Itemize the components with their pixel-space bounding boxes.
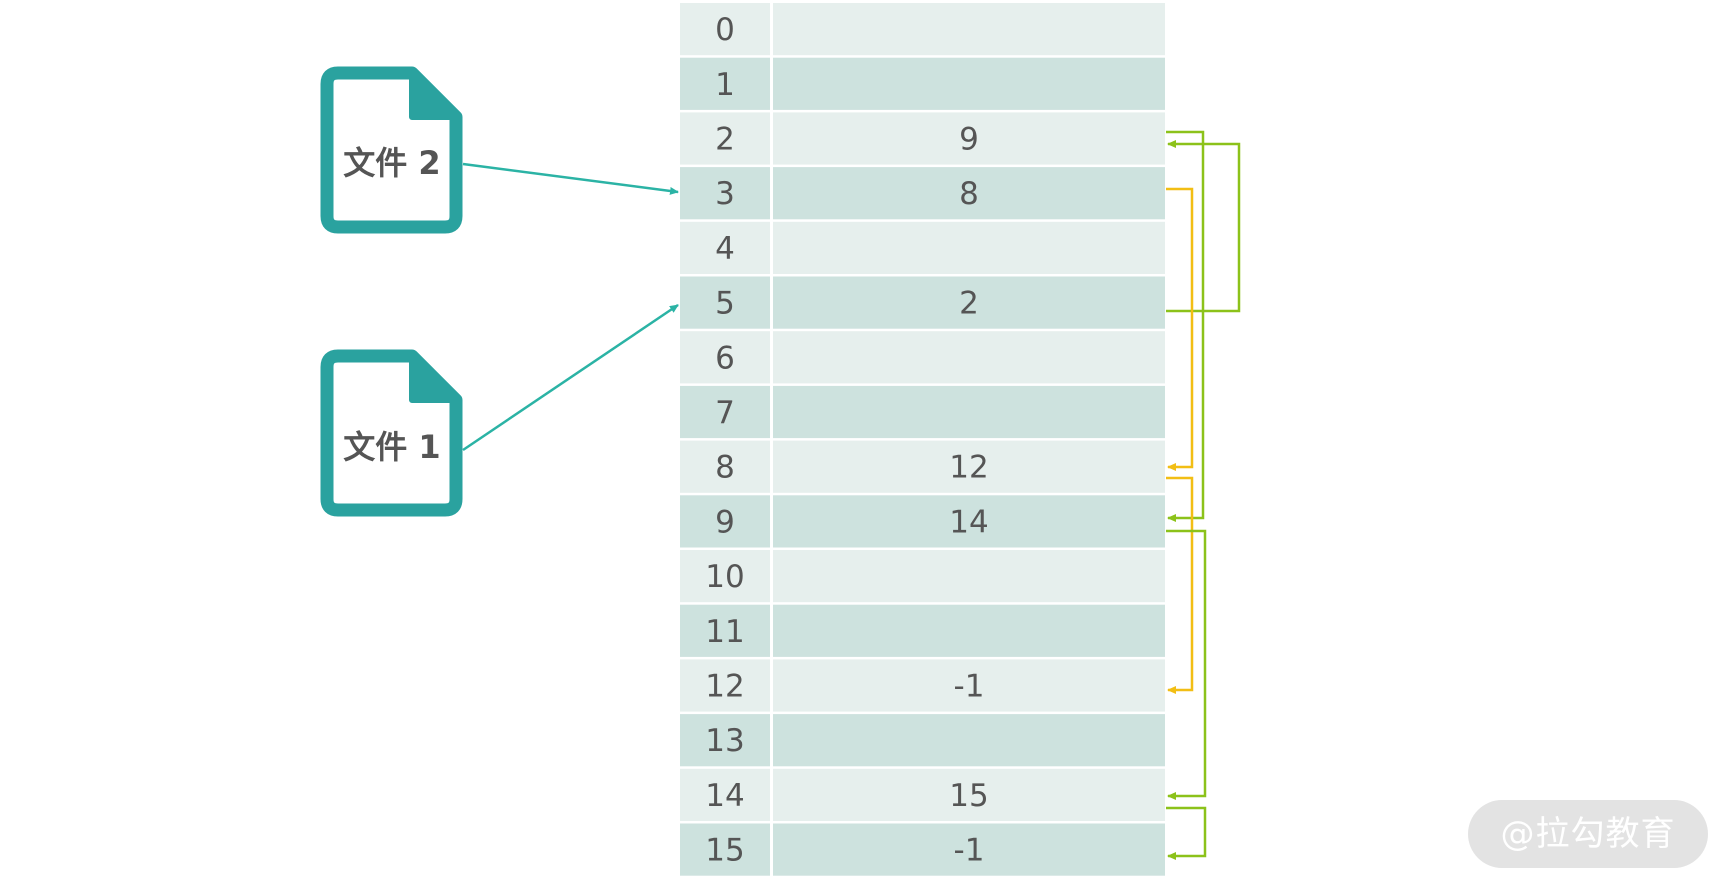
row-next-cluster-value: 8 [959,176,979,212]
row-index-cell [680,112,770,165]
row-index-cell [680,495,770,548]
file-fold-icon [409,70,459,120]
table-row: 1 [680,57,1165,110]
file-1-label: 文件 1 [343,428,440,466]
row-next-cluster-value: 15 [949,778,988,814]
table-row: 6 [680,331,1165,384]
row-index-cell [680,3,770,56]
chain-link-8-to-12 [1166,476,1194,694]
row-value-cell [773,385,1165,439]
row-next-cluster-value: 2 [959,286,979,322]
row-index-label: 5 [715,286,735,322]
row-index-cell [680,221,770,274]
row-index-label: 4 [715,231,735,267]
row-next-cluster-value: -1 [954,833,985,869]
row-index-cell [680,823,770,876]
row-index-label: 6 [715,340,735,376]
row-index-label: 1 [715,67,735,103]
row-index-label: 8 [715,450,735,486]
row-value-cell [773,440,1165,493]
chain-link-3-to-8 [1166,187,1194,471]
row-index-label: 13 [705,723,744,759]
row-value-cell [773,3,1165,56]
row-index-cell [680,604,770,657]
row-value-cell [773,714,1165,767]
row-index-label: 12 [705,669,744,705]
table-row: 14 15 [680,768,1165,821]
file-1-start-arrow [462,303,679,452]
row-next-cluster-value: 12 [949,450,988,486]
file-2-start-arrow [462,162,679,195]
file-fold-icon [409,353,459,403]
row-value-cell [773,550,1165,603]
row-value-cell [773,276,1165,329]
table-row: 8 12 [680,440,1165,493]
row-index-cell [680,331,770,384]
table-row: 10 [680,550,1165,603]
chain-link-14-to-15 [1166,806,1207,860]
row-value-cell [773,221,1165,274]
row-value-cell [773,112,1165,165]
table-row: 9 14 [680,495,1165,548]
file-2-label: 文件 2 [343,144,440,182]
row-index-label: 11 [705,614,744,650]
row-index-label: 10 [705,559,744,595]
row-value-cell [773,331,1165,384]
chain-link-9-to-14 [1166,529,1207,800]
row-index-cell [680,276,770,329]
table-row: 4 [680,221,1165,274]
table-row: 7 [680,385,1165,439]
row-next-cluster-value: 14 [949,504,988,540]
row-index-cell [680,550,770,603]
row-value-cell [773,495,1165,548]
row-index-label: 9 [715,504,735,540]
row-value-cell [773,823,1165,876]
row-index-label: 14 [705,778,744,814]
row-index-label: 7 [715,395,735,431]
cluster-chains [1166,130,1241,860]
row-value-cell [773,604,1165,657]
row-index-cell [680,440,770,493]
row-index-label: 2 [715,122,735,158]
row-index-cell [680,57,770,110]
table-row: 13 [680,714,1165,767]
chain-link-2-to-9 [1166,130,1205,522]
row-index-cell [680,167,770,220]
row-next-cluster-value: -1 [954,669,985,705]
table-row: 12 -1 [680,659,1165,712]
row-value-cell [773,167,1165,220]
row-index-label: 15 [705,833,744,869]
row-index-cell [680,659,770,712]
table-row: 11 [680,604,1165,657]
table-row: 15 -1 [680,823,1165,876]
file-1: 文件 1 [320,349,463,517]
row-index-cell [680,714,770,767]
row-value-cell [773,659,1165,712]
row-index-label: 0 [715,12,735,48]
row-value-cell [773,768,1165,821]
row-index-label: 3 [715,176,735,212]
row-next-cluster-value: 9 [959,122,979,158]
row-index-cell [680,385,770,439]
row-index-cell [680,768,770,821]
file-2: 文件 2 [320,66,463,234]
watermark: @拉勾教育 [1468,800,1708,868]
table-row: 0 [680,3,1165,56]
row-value-cell [773,57,1165,110]
